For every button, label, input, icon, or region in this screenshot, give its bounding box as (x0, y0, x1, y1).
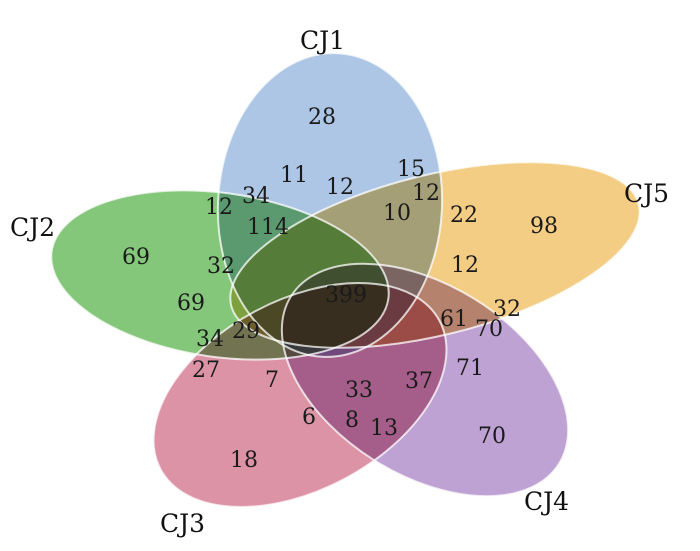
cj5-outline (229, 161, 641, 349)
set-label-cj4: CJ4 (524, 487, 569, 516)
region-count: 10 (383, 201, 411, 226)
region-count: 70 (475, 317, 503, 342)
region-count: 399 (325, 283, 367, 308)
set-outlines (50, 52, 641, 508)
region-count: 69 (122, 245, 150, 270)
region-count: 32 (207, 254, 235, 279)
region-counts: 28 69 18 70 98 11 15 34 12 12 12 10 22 1… (122, 105, 558, 473)
region-count: 22 (450, 203, 478, 228)
region-count: 29 (232, 319, 260, 344)
region-count: 28 (308, 105, 336, 130)
region-count: 114 (247, 215, 289, 240)
region-count: 69 (177, 291, 205, 316)
set-labels: CJ1 CJ2 CJ3 CJ4 CJ5 (10, 26, 669, 538)
region-count: 7 (265, 368, 279, 393)
region-count: 8 (345, 408, 359, 433)
region-count: 34 (196, 327, 224, 352)
region-count: 71 (456, 356, 484, 381)
set-label-cj2: CJ2 (10, 213, 55, 242)
region-count: 12 (412, 181, 440, 206)
cj4-outline (280, 262, 570, 498)
set-label-cj1: CJ1 (300, 26, 345, 55)
region-count: 98 (530, 214, 558, 239)
region-count: 6 (302, 405, 316, 430)
region-count: 61 (440, 307, 468, 332)
region-count: 37 (405, 369, 433, 394)
region-count: 12 (451, 253, 479, 278)
set-ellipses (51, 53, 640, 507)
region-count: 70 (478, 424, 506, 449)
set-label-cj5: CJ5 (624, 179, 669, 208)
region-count: 15 (397, 157, 425, 182)
cj2-outline (50, 189, 390, 361)
region-count: 18 (230, 448, 258, 473)
region-count: 32 (493, 297, 521, 322)
set-label-cj3: CJ3 (160, 509, 205, 538)
cj3-outline (152, 282, 448, 508)
region-count: 13 (370, 416, 398, 441)
region-count: 34 (242, 184, 270, 209)
region-count: 11 (280, 163, 308, 188)
cj1-outline (216, 52, 444, 358)
region-count: 33 (345, 378, 373, 403)
region-count: 27 (192, 358, 220, 383)
region-count: 12 (205, 195, 233, 220)
region-count: 12 (326, 175, 354, 200)
